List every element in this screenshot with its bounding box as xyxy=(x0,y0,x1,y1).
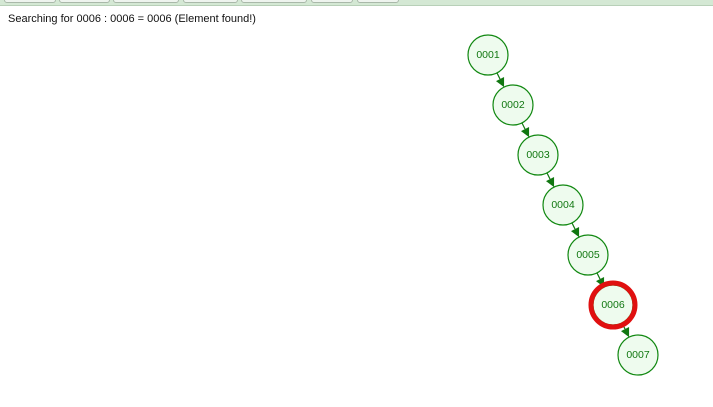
list-node-0004[interactable]: 0004 xyxy=(542,184,584,226)
list-node-0002[interactable]: 0002 xyxy=(492,84,534,126)
toolbar xyxy=(0,0,713,6)
toolbar-button-7[interactable] xyxy=(357,0,399,3)
edge-0002-to-0003 xyxy=(521,122,526,130)
node-circle xyxy=(542,184,584,226)
toolbar-button-6[interactable] xyxy=(311,0,353,3)
node-circle xyxy=(617,334,659,376)
node-circle xyxy=(517,134,559,176)
node-circle xyxy=(567,234,609,276)
arrowhead-icon xyxy=(521,127,530,138)
toolbar-button-4[interactable] xyxy=(183,0,238,3)
toolbar-button-1[interactable] xyxy=(4,0,56,3)
node-label: 0001 xyxy=(476,49,500,61)
list-node-0007[interactable]: 0007 xyxy=(617,334,659,376)
nodes-layer: 0001 0002 0003 0004 0005 0006 0007 xyxy=(467,34,659,376)
toolbar-button-3[interactable] xyxy=(113,0,179,3)
arrowhead-icon xyxy=(496,77,505,88)
node-label: 0004 xyxy=(551,199,575,211)
toolbar-button-5[interactable] xyxy=(241,0,307,3)
node-label: 0006 xyxy=(601,299,625,311)
arrowhead-icon xyxy=(546,177,555,188)
list-node-0003[interactable]: 0003 xyxy=(517,134,559,176)
edge-0003-to-0004 xyxy=(546,172,551,180)
node-label: 0002 xyxy=(501,99,525,111)
arrowhead-icon xyxy=(621,327,630,338)
toolbar-button-2[interactable] xyxy=(59,0,110,3)
edge-0004-to-0005 xyxy=(571,222,576,230)
list-node-0001[interactable]: 0001 xyxy=(467,34,509,76)
node-label: 0003 xyxy=(526,149,550,161)
found-highlight-ring xyxy=(588,280,638,330)
node-circle xyxy=(467,34,509,76)
list-node-0006[interactable]: 0006 xyxy=(588,280,638,330)
arrowhead-icon xyxy=(571,227,580,238)
search-status-message: Searching for 0006 : 0006 = 0006 (Elemen… xyxy=(8,13,256,25)
edge-0005-to-0006 xyxy=(596,272,601,280)
node-label: 0007 xyxy=(626,349,650,361)
list-node-0005[interactable]: 0005 xyxy=(567,234,609,276)
node-label: 0005 xyxy=(576,249,600,261)
node-circle xyxy=(492,84,534,126)
edge-0001-to-0002 xyxy=(496,72,501,80)
